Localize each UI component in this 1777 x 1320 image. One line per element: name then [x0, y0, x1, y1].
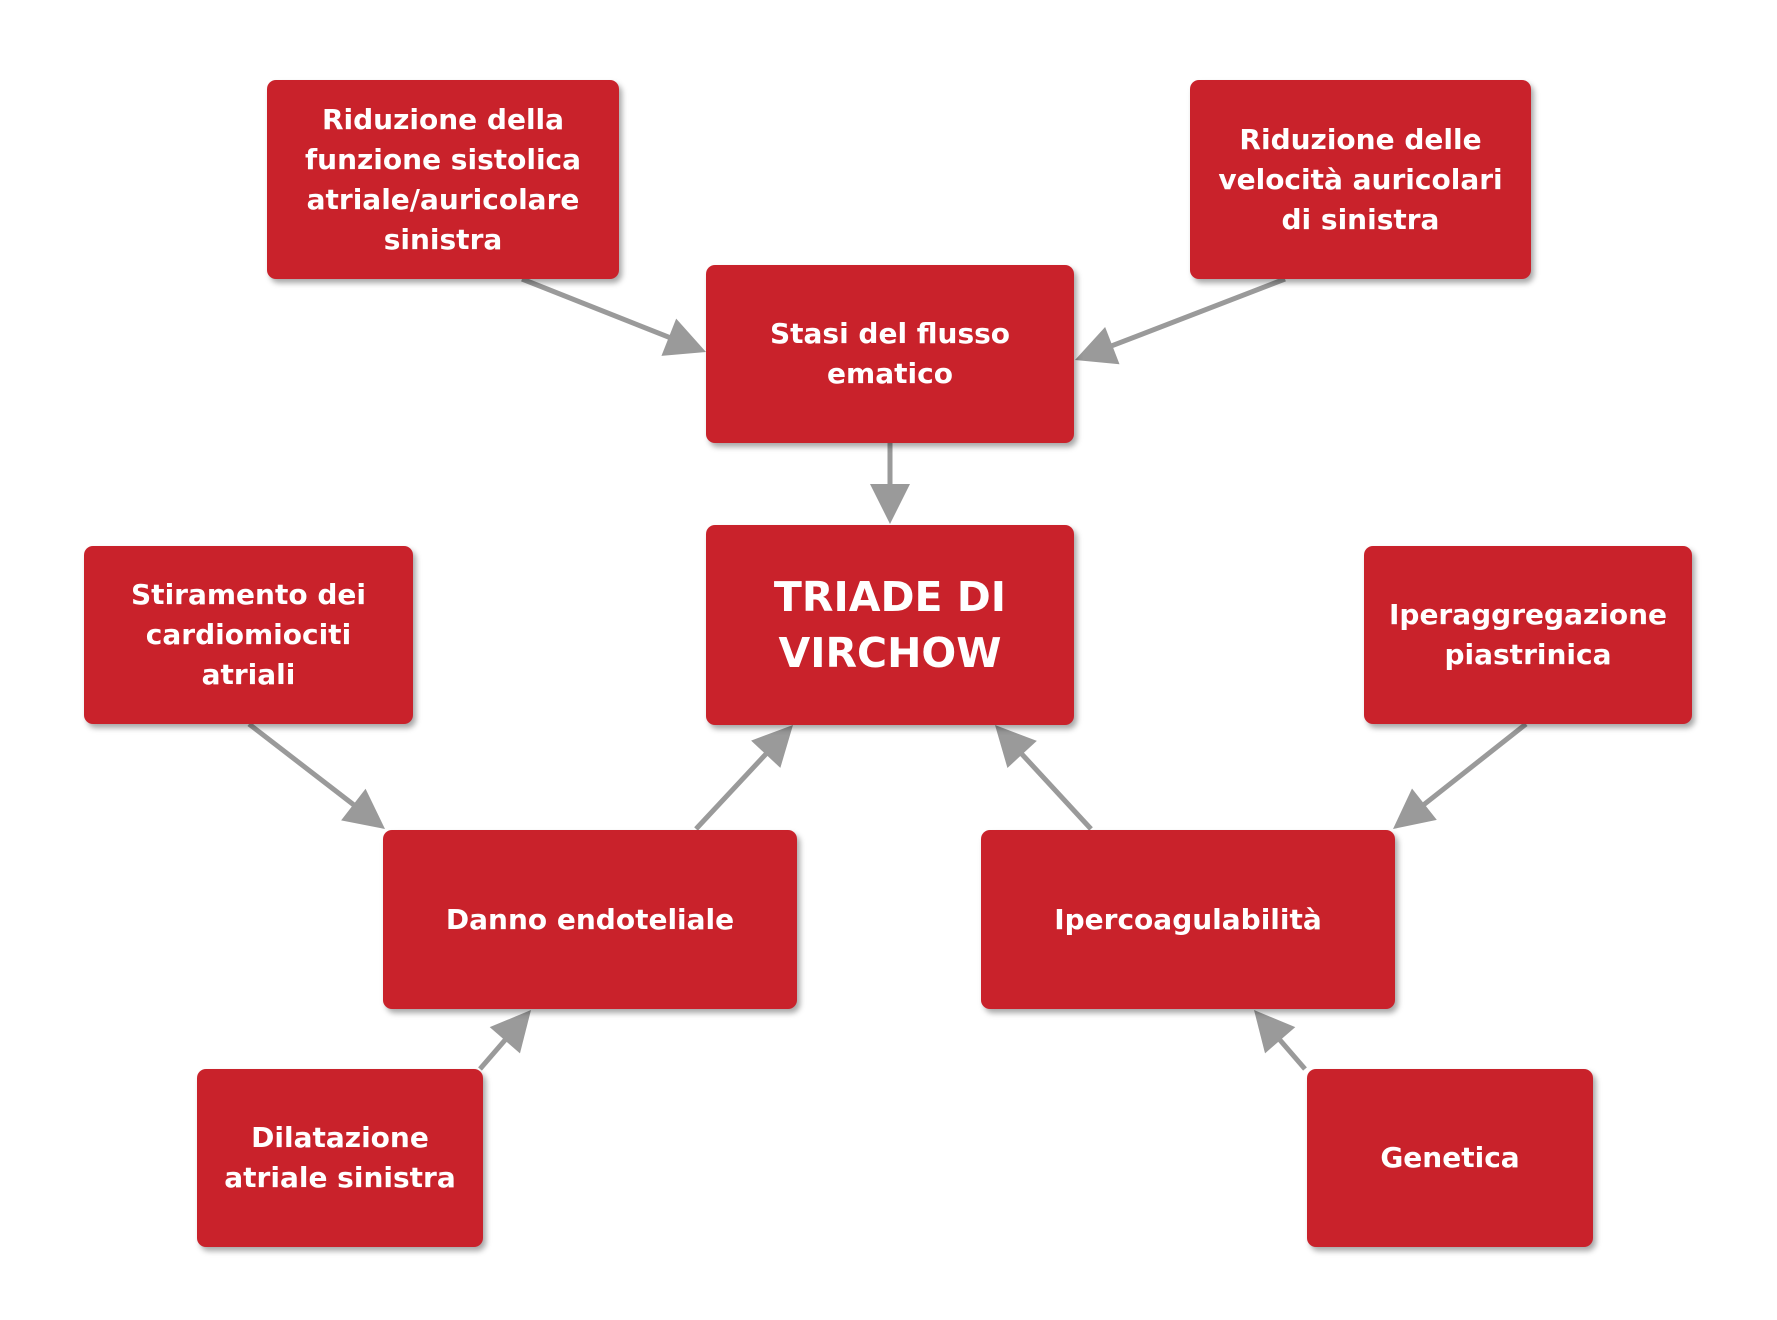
arrow-shaft: [478, 1037, 509, 1071]
node-stiramento-cardiomiociti: Stiramento dei cardiomiociti atriali: [84, 546, 413, 724]
arrow-head: [995, 725, 1037, 768]
arrow-head: [1393, 788, 1437, 829]
arrow-shaft: [1109, 276, 1286, 349]
node-riduzione-velocita-auricolari: Riduzione delle velocità auricolari di s…: [1190, 80, 1531, 279]
node-stasi-flusso-ematico: Stasi del flusso ematico: [706, 265, 1074, 443]
arrow-genetica-to-ipercoagulabilita: [1254, 1010, 1307, 1071]
node-iperaggregazione-piastrinica: Iperaggregazione piastrinica: [1364, 546, 1692, 724]
arrow-riduzione_velocita-to-stasi: [1075, 276, 1286, 365]
arrow-shaft: [521, 276, 672, 341]
arrow-ipercoagulabilita-to-triade: [995, 725, 1093, 831]
arrow-shaft: [1421, 722, 1528, 808]
node-triade-di-virchow: TRIADE DI VIRCHOW: [706, 525, 1074, 725]
arrow-shaft: [247, 722, 357, 808]
node-riduzione-funzione-sistolica: Riduzione della funzione sistolica atria…: [267, 80, 619, 279]
node-danno-endoteliale: Danno endoteliale: [383, 830, 797, 1009]
arrow-shaft: [1276, 1037, 1307, 1071]
arrow-stasi-to-triade: [870, 443, 910, 524]
arrow-head: [661, 318, 706, 356]
arrow-head: [489, 1010, 531, 1054]
arrow-head: [751, 725, 793, 768]
node-dilatazione-atriale: Dilatazione atriale sinistra: [197, 1069, 483, 1247]
arrow-shaft: [1018, 751, 1093, 831]
arrow-head: [341, 788, 385, 829]
arrow-head: [1075, 326, 1120, 365]
arrow-riduzione_funzione-to-stasi: [521, 276, 706, 356]
arrow-stiramento-to-danno: [247, 722, 385, 829]
node-genetica: Genetica: [1307, 1069, 1593, 1247]
node-ipercoagulabilita: Ipercoagulabilità: [981, 830, 1395, 1009]
arrow-head: [1254, 1010, 1296, 1054]
arrow-shaft: [694, 751, 769, 831]
arrow-danno-to-triade: [694, 725, 793, 831]
arrow-head: [870, 484, 910, 524]
arrow-dilatazione-to-danno: [478, 1010, 531, 1071]
arrow-iperaggregazione-to-ipercoagulabilita: [1393, 722, 1528, 829]
